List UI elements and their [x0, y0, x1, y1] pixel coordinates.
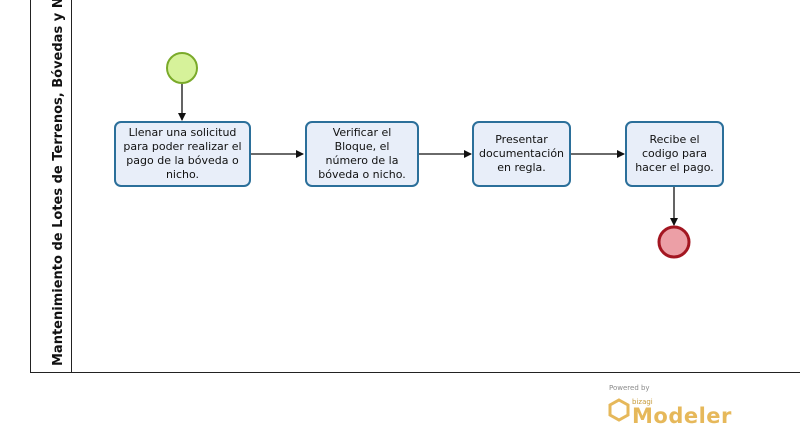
lane-header [30, 0, 72, 373]
start-event[interactable] [166, 52, 198, 84]
task-label: Llenar una solicitud para poder realizar… [123, 126, 242, 181]
task-label: Presentar documentación en regla. [478, 133, 565, 174]
powered-by-text: Powered by [609, 384, 650, 392]
bizagi-logo-icon [608, 398, 630, 422]
pool [30, 0, 800, 373]
modeler-logo-text: Modeler [632, 404, 732, 428]
task-presentar-documentacion[interactable]: Presentar documentación en regla. [472, 121, 571, 187]
task-verificar-bloque[interactable]: Verificar el Bloque, el número de la bóv… [305, 121, 419, 187]
task-recibe-codigo[interactable]: Recibe el codigo para hacer el pago. [625, 121, 724, 187]
task-llenar-solicitud[interactable]: Llenar una solicitud para poder realizar… [114, 121, 251, 187]
task-label: Verificar el Bloque, el número de la bóv… [318, 126, 406, 181]
task-label: Recibe el codigo para hacer el pago. [635, 133, 714, 174]
bizagi-logo-text: bizagi [632, 398, 653, 406]
end-event[interactable] [657, 225, 691, 259]
